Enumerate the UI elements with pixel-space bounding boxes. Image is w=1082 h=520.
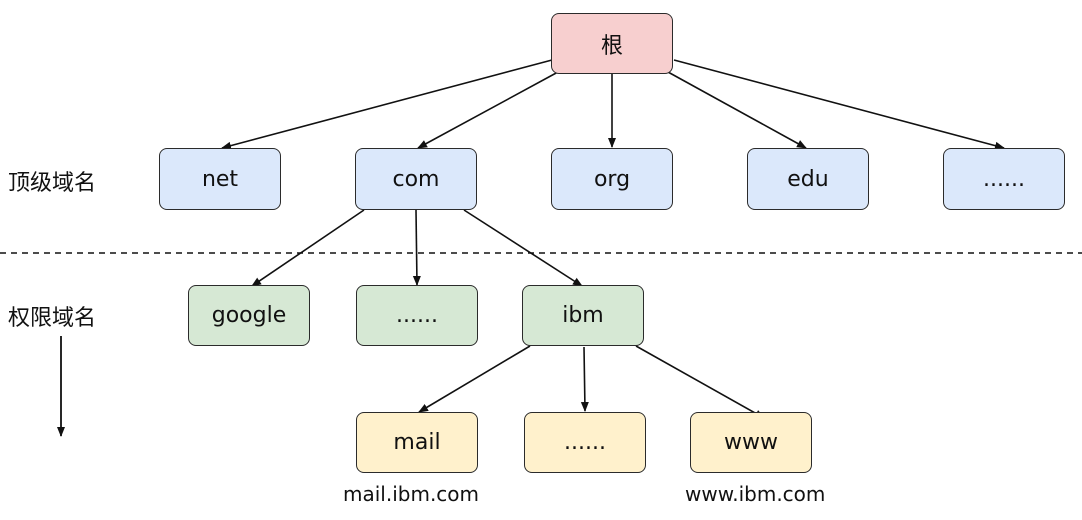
authoritative-level-label: 权限域名 (8, 306, 97, 331)
edge-root-more (673, 59, 1005, 150)
tld-node-org: org (551, 148, 673, 210)
domain-node-ibm: ibm (522, 285, 644, 346)
host-node-more: ...... (524, 412, 646, 473)
tld-node-net: net (159, 148, 281, 210)
edge-com-more (412, 209, 421, 286)
host-node-www: www (690, 412, 812, 473)
edge-root-net (221, 59, 553, 150)
edge-ibm-www (635, 345, 765, 419)
caption-mail-fqdn: mail.ibm.com (343, 482, 480, 506)
domain-node-google: google (188, 285, 310, 346)
edge-com-google (251, 209, 365, 287)
edge-root-com (417, 71, 559, 149)
tld-node-edu: edu (747, 148, 869, 210)
edge-com-ibm (463, 209, 583, 287)
root-node: 根 (551, 13, 673, 74)
edge-root-edu (667, 71, 807, 149)
caption-www-fqdn: www.ibm.com (685, 482, 826, 506)
tld-node-com: com (355, 148, 477, 210)
tld-level-label: 顶级域名 (8, 171, 97, 196)
edge-ibm-mail (418, 345, 531, 413)
host-node-mail: mail (356, 412, 478, 473)
edge-ibm-more (580, 346, 589, 412)
tld-node-more: ...... (943, 148, 1065, 210)
domain-node-more: ...... (356, 285, 478, 346)
